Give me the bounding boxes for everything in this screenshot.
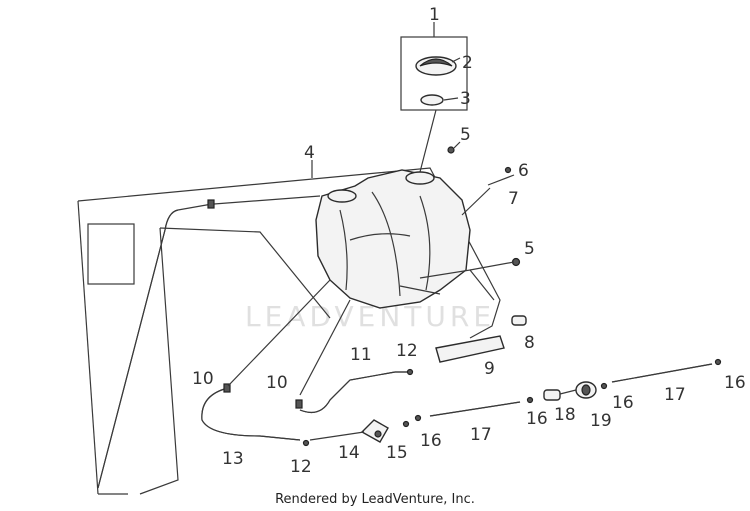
callout-8: 8 [524,333,535,353]
frame-outline [77,167,501,495]
callout-16-a: 16 [420,431,442,451]
fuel-line-lower [414,396,534,422]
vent-hose [213,195,321,205]
tank-pad [435,335,505,363]
watermark-text: LEADVENTURE [245,300,495,333]
callout-9: 9 [484,359,495,379]
callout-16-b: 16 [526,409,548,429]
bolt-right [419,257,521,301]
callout-3: 3 [460,89,471,109]
fuel-line-upper [611,358,722,383]
callout-13: 13 [222,449,244,469]
callout-16-d: 16 [724,373,746,393]
callout-5-upper: 5 [460,125,471,145]
retaining-pin [461,166,515,216]
bolt-upper [447,141,461,154]
callout-2: 2 [462,53,473,73]
callout-17-lower: 17 [470,425,492,445]
fuel-connector [543,389,577,401]
callout-16-c: 16 [612,393,634,413]
callout-1: 1 [429,5,440,25]
callout-5-lower: 5 [524,239,535,259]
callout-11: 11 [350,345,372,365]
callout-6: 6 [518,161,529,181]
fuel-hose [201,279,331,447]
callout-15: 15 [386,443,408,463]
footer-credit: Rendered by LeadVenture, Inc. [275,492,475,507]
callout-14: 14 [338,443,360,463]
grommet [511,315,527,326]
callout-18: 18 [554,405,576,425]
callout-10-mid: 10 [266,373,288,393]
callout-7: 7 [508,189,519,209]
callout-4: 4 [304,143,315,163]
hose-clip [207,199,215,209]
callout-10-left: 10 [192,369,214,389]
fuel-tank [315,169,471,309]
cap-gasket [420,94,444,106]
return-hose [299,299,414,413]
callout-12-upper: 12 [396,341,418,361]
callout-12-lower: 12 [290,457,312,477]
callout-19: 19 [590,411,612,431]
fuel-valve [309,419,410,443]
callout-17-upper: 17 [664,385,686,405]
fuel-cap-assembly [400,36,468,173]
callout-leaders [311,22,461,178]
fuel-filter [575,381,608,399]
